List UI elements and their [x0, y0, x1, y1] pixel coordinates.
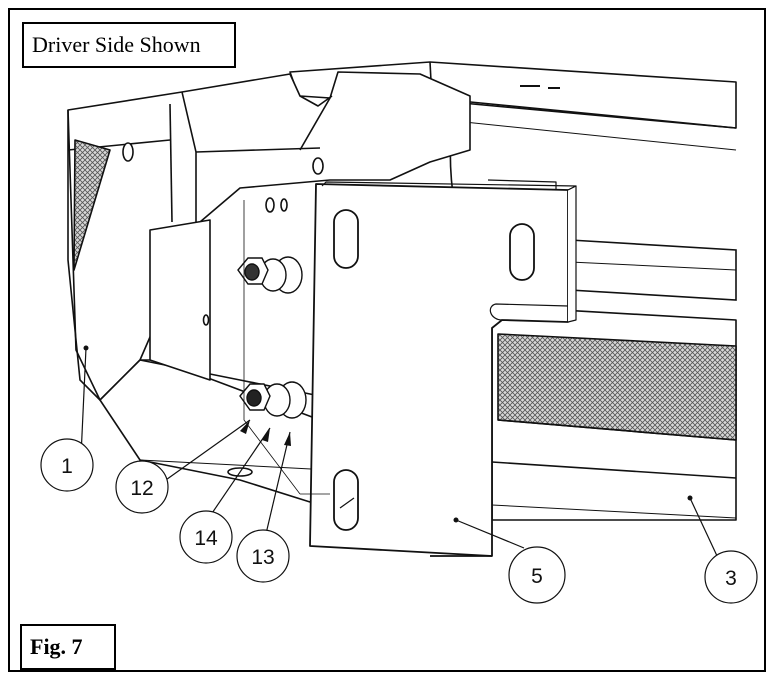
callout-5-label: 5	[531, 565, 543, 588]
callout-14-label: 14	[194, 527, 218, 550]
bolt-upper	[237, 256, 303, 294]
figure-title: Driver Side Shown	[22, 22, 236, 68]
leader-dots	[83, 345, 693, 523]
callout-12-label: 12	[130, 477, 153, 500]
bolt-lower	[239, 381, 307, 419]
callout-3-label: 3	[725, 567, 737, 590]
mounting-bracket	[309, 179, 577, 557]
callout-5: 5	[508, 546, 566, 604]
callout-13: 13	[236, 529, 290, 583]
callout-3: 3	[704, 550, 758, 604]
leader-lines	[79, 200, 726, 574]
callout-1-label: 1	[61, 455, 73, 478]
leader-arrows	[240, 420, 291, 446]
callout-14: 14	[179, 510, 233, 564]
bumper-body	[491, 305, 737, 521]
callout-1: 1	[40, 438, 94, 492]
figure-border	[8, 8, 766, 672]
callout-13-label: 13	[251, 546, 274, 569]
callout-12: 12	[115, 460, 169, 514]
figure-number: Fig. 7	[20, 624, 116, 670]
